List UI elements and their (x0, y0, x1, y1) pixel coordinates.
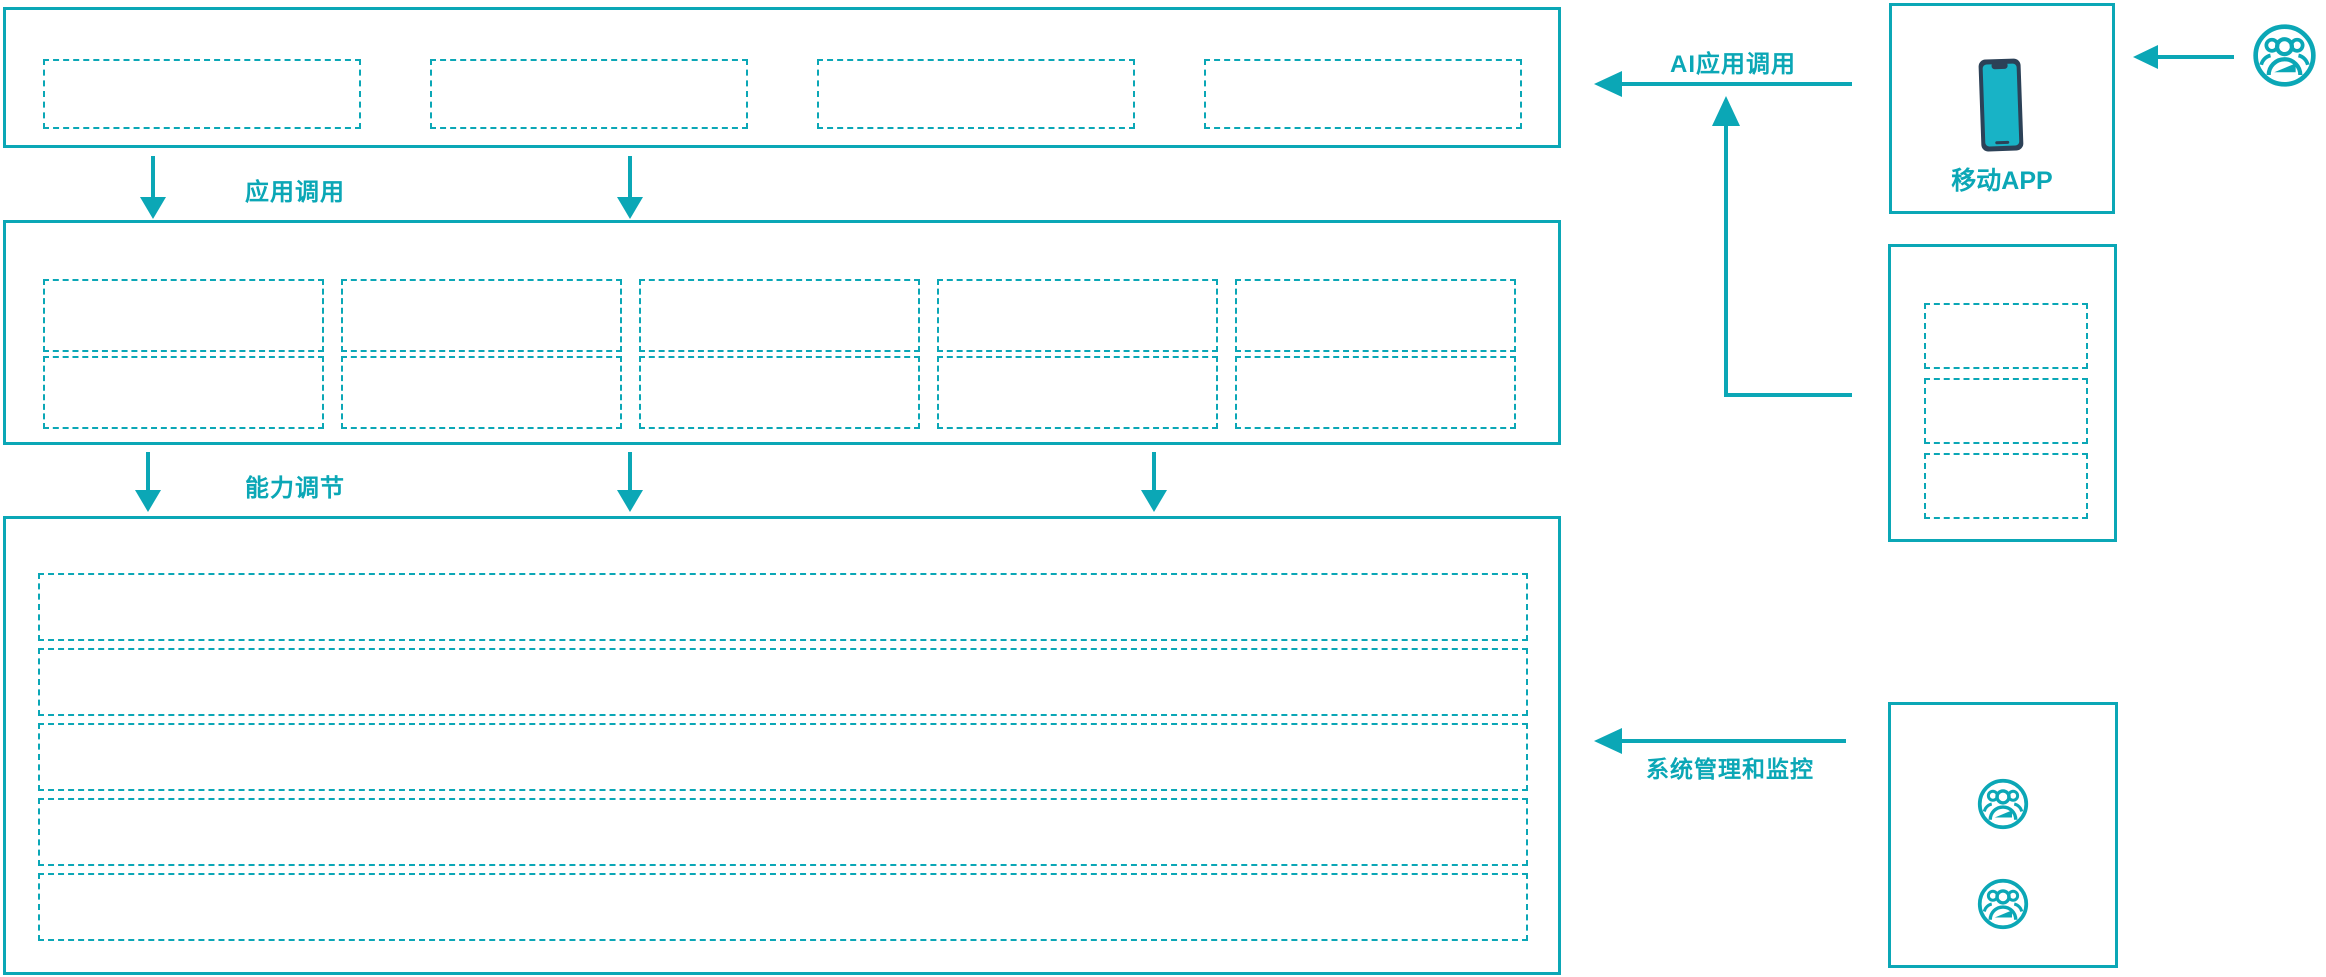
down-arrow (617, 156, 643, 219)
placeholder-box (1235, 356, 1516, 429)
middle-layer-box (3, 220, 1561, 445)
top-layer-box (3, 7, 1561, 148)
down-arrow (1141, 452, 1167, 512)
placeholder-row (38, 723, 1528, 791)
placeholder-row (38, 873, 1528, 941)
placeholder-box (1235, 279, 1516, 352)
placeholder-slot (1924, 453, 2088, 519)
placeholder-box (43, 356, 324, 429)
placeholder-box (1204, 59, 1522, 129)
mobile-app-label: 移动APP (1951, 167, 2053, 195)
placeholder-box (937, 279, 1218, 352)
mobile-app-panel: 移动APP (1889, 3, 2115, 214)
ai-app-call-label: AI应用调用 (1670, 51, 1796, 78)
placeholder-box (43, 279, 324, 352)
users-icon (1977, 878, 2029, 930)
bottom-layer-box (3, 516, 1561, 975)
down-arrow (140, 156, 166, 219)
system-mgmt-label: 系统管理和监控 (1646, 756, 1814, 782)
down-arrow (135, 452, 161, 512)
capability-adjust-label: 能力调节 (245, 475, 345, 502)
placeholder-row (38, 798, 1528, 866)
bottom-layer-placeholders (38, 573, 1528, 941)
placeholder-box (43, 59, 361, 129)
smartphone-icon (1978, 58, 2024, 152)
placeholder-box (639, 279, 920, 352)
placeholder-box (937, 356, 1218, 429)
users-icon (2253, 24, 2316, 87)
users-icon (1977, 778, 2029, 830)
user-to-app-arrow (2133, 45, 2234, 69)
top-layer-placeholders (43, 59, 1522, 129)
placeholder-row (38, 648, 1528, 716)
elbow-up-arrow (1712, 96, 1852, 397)
right-middle-placeholders (1924, 303, 2088, 519)
placeholder-box (817, 59, 1135, 129)
mobile-app-panel-content: 移动APP (1892, 6, 2112, 211)
placeholder-box (341, 279, 622, 352)
right-middle-panel (1888, 244, 2117, 542)
monitor-panel-icons (1891, 705, 2115, 965)
monitor-panel (1888, 702, 2118, 968)
down-arrow (617, 452, 643, 512)
placeholder-slot (1924, 303, 2088, 369)
placeholder-box (639, 356, 920, 429)
placeholder-slot (1924, 378, 2088, 444)
placeholder-box (430, 59, 748, 129)
placeholder-row (38, 573, 1528, 641)
placeholder-box (341, 356, 622, 429)
middle-layer-placeholders (43, 279, 1516, 429)
app-call-label: 应用调用 (245, 179, 345, 206)
